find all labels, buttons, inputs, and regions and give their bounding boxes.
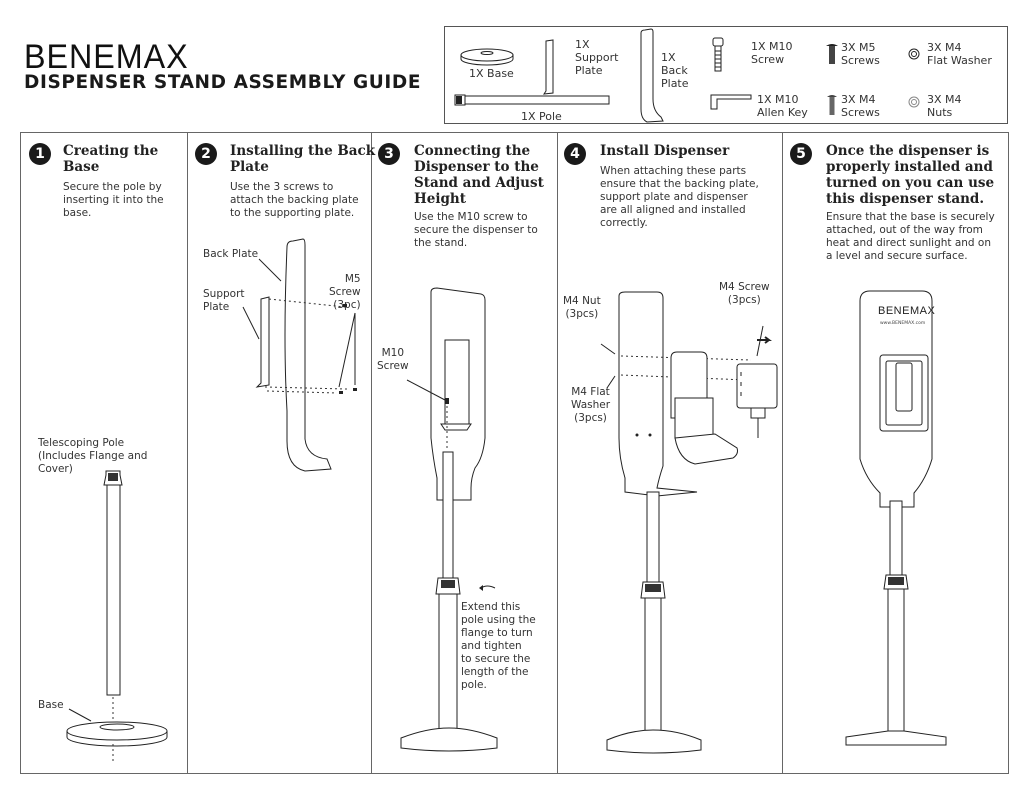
step-5-panel: 5 Once the dispenser is properly install… (782, 133, 1008, 773)
part-label-m5-screws: 3X M5 Screws (841, 41, 880, 67)
step-3-panel: 3 Connecting the Dispenser to the Stand … (371, 133, 558, 773)
part-label-m4-screws: 3X M4 Screws (841, 93, 880, 119)
callout-m4-nut: M4 Nut (3pcs) (563, 295, 601, 320)
allen-key-icon (710, 94, 752, 110)
part-label-allen-key: 1X M10 Allen Key (757, 93, 808, 119)
step-4-panel: 4 Install Dispenser When attaching these… (557, 133, 783, 773)
finished-stand-illustration (845, 290, 947, 746)
part-label-back-plate: 1X Back Plate (661, 51, 689, 90)
assembly-steps: 1 Creating the Base Secure the pole by i… (20, 132, 1009, 774)
step-number-badge: 2 (195, 143, 217, 165)
brand-logo: BENEMAX (24, 38, 189, 76)
plate-url-text: www.BENEMAX.com (880, 321, 926, 326)
callout-m10-screw: M10 Screw (377, 347, 409, 372)
step-title: Connecting the Dispenser to the Stand an… (414, 143, 544, 207)
callout-base: Base (38, 699, 64, 711)
step-title: Creating the Base (63, 143, 159, 175)
step-text: Ensure that the base is securely attache… (826, 211, 995, 262)
step-number-badge: 1 (29, 143, 51, 165)
part-label-m10-screw: 1X M10 Screw (751, 40, 793, 66)
parts-list: 1X Base 1X Support Plate 1X Back Plate 1… (444, 26, 1008, 124)
support-plate-icon (542, 39, 554, 95)
step-text: Use the 3 screws to attach the backing p… (230, 181, 359, 219)
m10-screw-icon (712, 37, 724, 72)
back-plate-icon (640, 28, 664, 123)
step-number-badge: 5 (790, 143, 812, 165)
callout-m4-screw: M4 Screw (3pcs) (719, 281, 770, 306)
base-disc-icon (460, 48, 514, 66)
dispenser-stand-illustration (400, 287, 498, 752)
step-2-panel: 2 Installing the Back Plate Use the 3 sc… (187, 133, 376, 773)
plate-brand-text: BENEMAX (878, 305, 936, 317)
part-label-nuts: 3X M4 Nuts (927, 93, 962, 119)
step-title: Install Dispenser (600, 143, 730, 159)
washer-icon (908, 48, 920, 60)
m5-screw-icon (826, 44, 838, 64)
callout-telescoping-pole: Telescoping Pole (Includes Flange and Co… (38, 437, 148, 475)
back-plate-illustration (242, 238, 357, 472)
callout-m4-washer: M4 Flat Washer (3pcs) (571, 386, 611, 424)
callout-back-plate: Back Plate (203, 248, 259, 260)
step-text: Secure the pole by inserting it into the… (63, 181, 164, 219)
part-label-pole: 1X Pole (521, 110, 562, 123)
pole-icon (454, 94, 610, 106)
step-text: Use the M10 screw to secure the dispense… (414, 211, 538, 249)
step-text: When attaching these parts ensure that t… (600, 165, 759, 229)
callout-extend-pole: Extend this pole using the flange to tur… (461, 601, 536, 691)
dispenser-install-illustration (600, 291, 778, 754)
step-number-badge: 3 (378, 143, 400, 165)
nut-icon (908, 96, 920, 108)
part-label-flat-washer: 3X M4 Flat Washer (927, 41, 992, 67)
m4-screw-icon (827, 95, 837, 115)
pole-and-base-illustration (66, 470, 168, 764)
part-label-base: 1X Base (469, 67, 514, 80)
step-number-badge: 4 (564, 143, 586, 165)
step-title: Installing the Back Plate (230, 143, 376, 175)
callout-support-plate: Support Plate (203, 288, 245, 313)
step-1-panel: 1 Creating the Base Secure the pole by i… (21, 133, 188, 773)
step-title: Once the dispenser is properly installed… (826, 143, 995, 207)
part-label-support-plate: 1X Support Plate (575, 38, 619, 77)
page-title: DISPENSER STAND ASSEMBLY GUIDE (24, 72, 422, 93)
